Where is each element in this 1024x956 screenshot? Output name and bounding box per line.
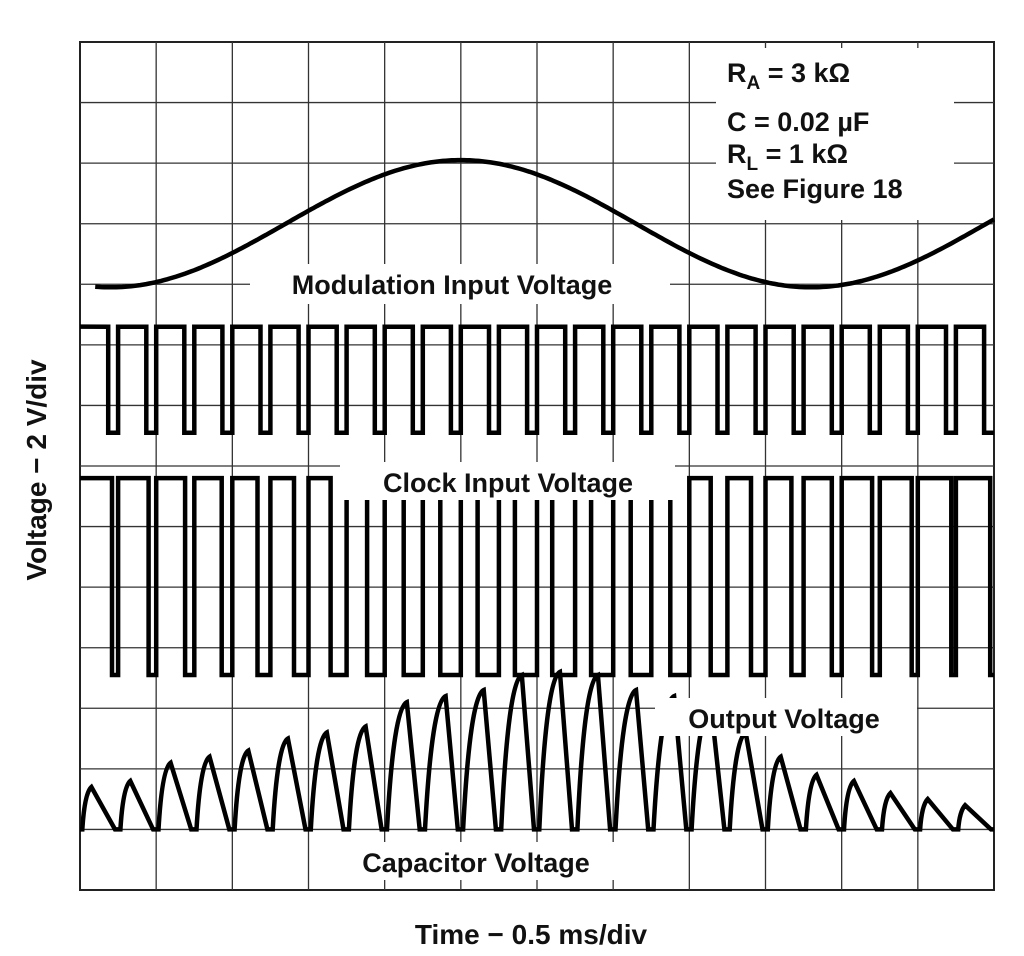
component-annotations: RA = 3 kΩ C = 0.02 µF RL = 1 kΩ See Figu… (716, 48, 954, 220)
annotation-rl: RL = 1 kΩ (727, 139, 848, 175)
clock-input-trace (79, 324, 994, 435)
clock-input-label: Clock Input Voltage (383, 468, 633, 498)
annotation-ra: RA = 3 kΩ (727, 58, 850, 94)
modulation-input-trace (95, 157, 996, 290)
modulation-input-label: Modulation Input Voltage (292, 270, 612, 300)
x-axis-label: Time − 0.5 ms/div (415, 919, 648, 950)
capacitor-voltage-trace (79, 668, 994, 832)
capacitor-voltage-label: Capacitor Voltage (362, 848, 590, 878)
waveform-traces (79, 157, 996, 832)
modulation-label-group: Modulation Input Voltage (250, 264, 670, 304)
output-label-group: Output Voltage (655, 698, 917, 736)
capacitor-label-group: Capacitor Voltage (328, 842, 622, 880)
annotation-see-figure: See Figure 18 (727, 174, 903, 204)
output-voltage-label: Output Voltage (688, 704, 879, 734)
y-axis-label: Voltage − 2 V/div (21, 359, 52, 581)
clock-label-group: Clock Input Voltage (340, 462, 675, 500)
annotation-c: C = 0.02 µF (727, 107, 869, 137)
output-voltage-trace (79, 475, 994, 678)
